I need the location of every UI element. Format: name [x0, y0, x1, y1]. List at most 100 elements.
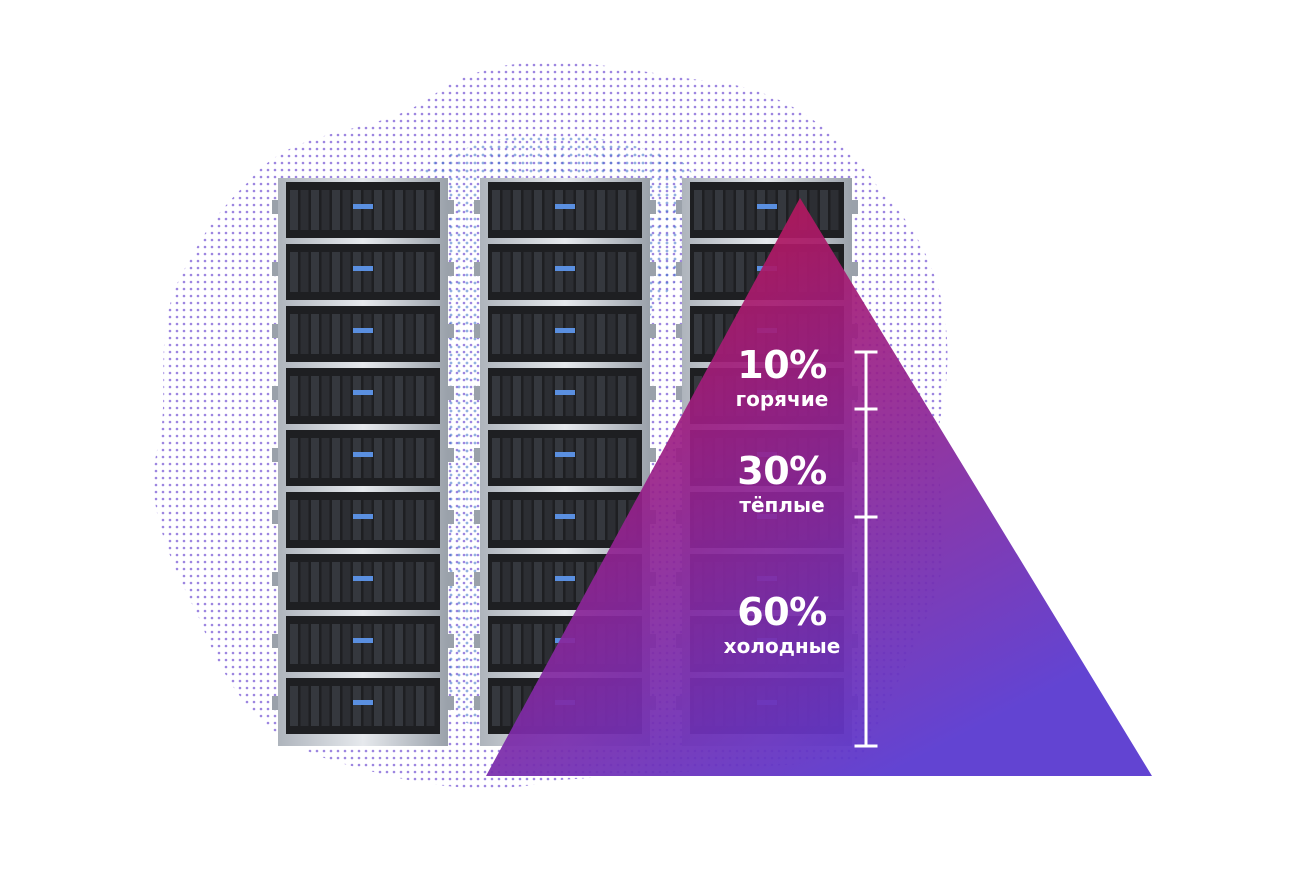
rack-handle: [650, 324, 656, 338]
drive-bay: [715, 190, 723, 230]
drive-bay: [384, 252, 393, 292]
rack-handle: [272, 200, 278, 214]
drive-bay: [342, 376, 351, 416]
rack-handle: [676, 324, 682, 338]
drive-bay: [290, 252, 298, 292]
drive-bay: [565, 314, 574, 354]
drive-bay: [342, 624, 351, 664]
drive-bay: [300, 376, 309, 416]
drive-bay: [321, 624, 330, 664]
drive-bay: [597, 438, 605, 478]
drive-bay: [492, 500, 500, 540]
drive-bay: [565, 438, 574, 478]
drive-bay: [565, 190, 574, 230]
drive-bay: [534, 500, 542, 540]
drive-bay: [405, 624, 414, 664]
status-light: [555, 390, 575, 395]
rack-handle: [650, 386, 656, 400]
drive-bay: [618, 438, 626, 478]
drive-bay: [534, 376, 542, 416]
drive-bay: [321, 190, 330, 230]
drive-bay: [405, 190, 414, 230]
status-light: [353, 390, 373, 395]
rack-handle: [676, 200, 682, 214]
drive-bay: [555, 252, 563, 292]
tier-cold: 60% холодные: [672, 593, 892, 657]
drive-bay: [544, 314, 553, 354]
drive-bay: [586, 314, 595, 354]
drive-bay: [555, 376, 563, 416]
drive-bay: [704, 314, 713, 354]
drive-bay: [492, 314, 500, 354]
drive-bay: [363, 438, 372, 478]
drive-bay: [502, 500, 511, 540]
drive-bay: [502, 252, 511, 292]
status-light: [353, 514, 373, 519]
rack-handle: [474, 696, 480, 710]
drive-bay: [523, 190, 532, 230]
drive-bay: [597, 252, 605, 292]
drive-bay: [342, 562, 351, 602]
drive-bay: [576, 314, 584, 354]
tier-scale-bar: [854, 350, 878, 748]
drive-bay: [544, 438, 553, 478]
rack-handle: [474, 386, 480, 400]
drive-bay: [426, 562, 435, 602]
rack-handle: [650, 200, 656, 214]
drive-bay: [374, 252, 382, 292]
drive-bay: [374, 500, 382, 540]
drive-bay: [513, 252, 521, 292]
rack-handle: [272, 448, 278, 462]
drive-bay: [513, 438, 521, 478]
drive-bay: [363, 376, 372, 416]
rack-handle: [448, 696, 454, 710]
drive-bay: [586, 500, 595, 540]
rack-handle: [474, 324, 480, 338]
drive-bay: [395, 376, 403, 416]
drive-bay: [502, 190, 511, 230]
drive-bay: [502, 376, 511, 416]
drive-bay: [502, 624, 511, 664]
drive-bay: [300, 686, 309, 726]
drive-bay: [353, 314, 361, 354]
drive-bay: [363, 624, 372, 664]
drive-bay: [300, 314, 309, 354]
drive-bay: [555, 438, 563, 478]
drive-bay: [576, 500, 584, 540]
drive-bay: [363, 190, 372, 230]
drive-bay: [565, 376, 574, 416]
status-light: [353, 700, 373, 705]
drive-bay: [534, 438, 542, 478]
drive-bay: [607, 376, 616, 416]
drive-bay: [405, 252, 414, 292]
drive-bay: [607, 314, 616, 354]
drive-bay: [332, 376, 340, 416]
drive-bay: [290, 500, 298, 540]
drive-bay: [384, 686, 393, 726]
drive-bay: [492, 252, 500, 292]
drive-bay: [704, 252, 713, 292]
drive-bay: [342, 314, 351, 354]
drive-bay: [513, 314, 521, 354]
status-light: [555, 328, 575, 333]
drive-bay: [311, 500, 319, 540]
drive-bay: [311, 376, 319, 416]
rack-handle: [474, 448, 480, 462]
drive-bay: [342, 686, 351, 726]
drive-bay: [628, 252, 637, 292]
drive-bay: [342, 252, 351, 292]
drive-bay: [534, 562, 542, 602]
drive-bay: [523, 562, 532, 602]
drive-bay: [715, 252, 723, 292]
drive-bay: [555, 562, 563, 602]
drive-bay: [300, 190, 309, 230]
drive-bay: [374, 376, 382, 416]
drive-bay: [704, 190, 713, 230]
drive-bay: [757, 190, 765, 230]
drive-bay: [311, 562, 319, 602]
drive-bay: [300, 252, 309, 292]
rack-handle: [448, 634, 454, 648]
drive-bay: [374, 190, 382, 230]
drive-bay: [778, 190, 786, 230]
